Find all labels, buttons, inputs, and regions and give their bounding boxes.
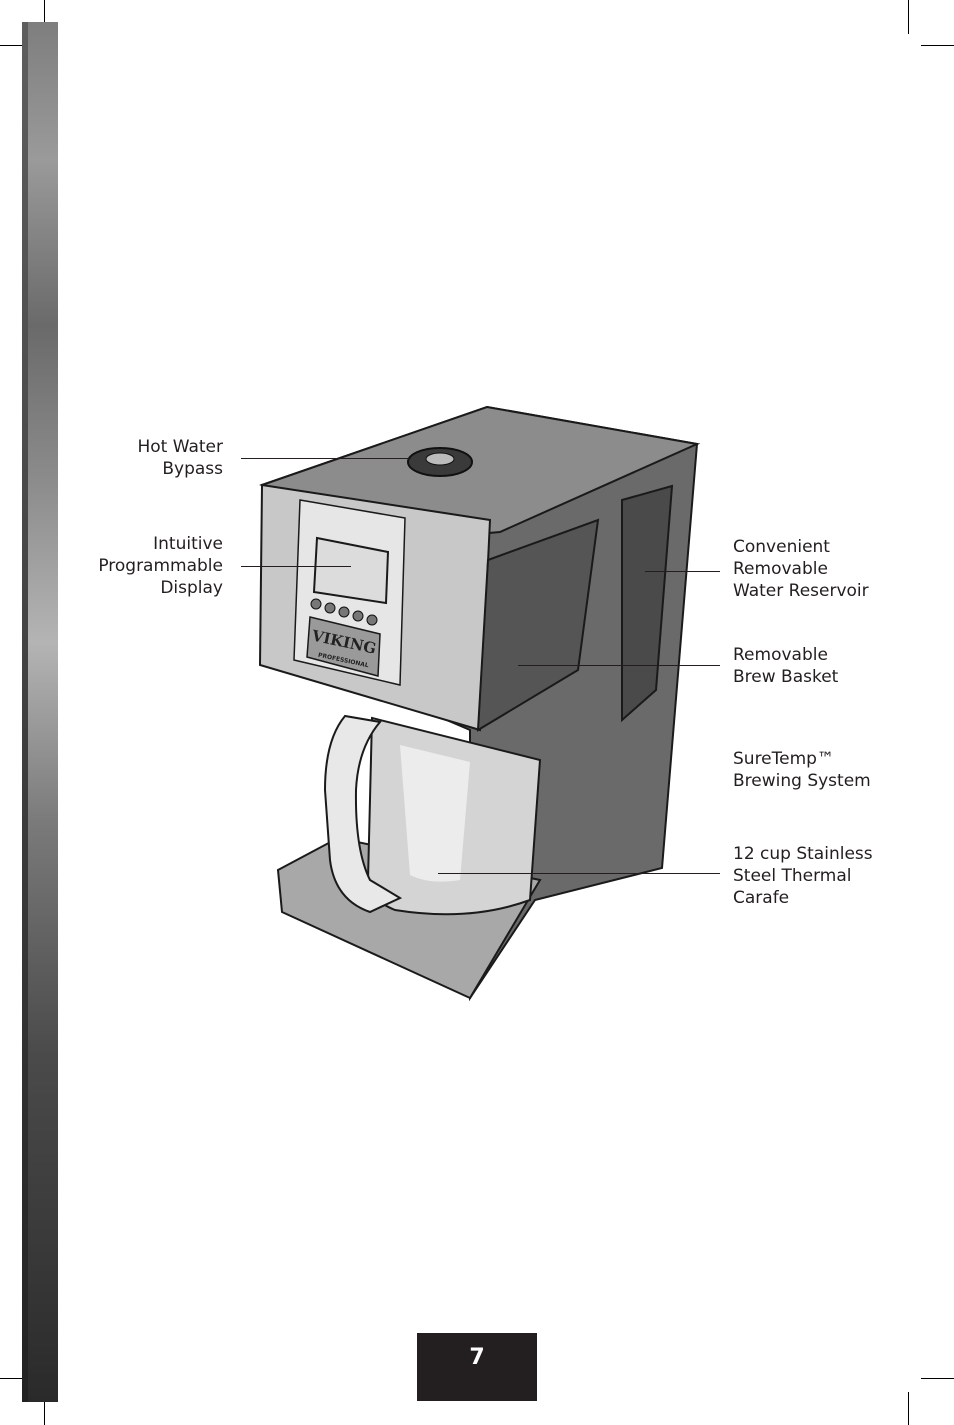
leader-line-carafe — [438, 873, 720, 874]
brew-basket-door — [476, 518, 600, 732]
display-window — [312, 536, 390, 605]
page-number: 7 — [469, 1345, 485, 1370]
control-button — [352, 610, 364, 622]
crop-mark — [0, 45, 34, 46]
carafe-handle — [323, 714, 403, 914]
crop-mark — [0, 1378, 34, 1379]
crop-mark — [921, 45, 954, 46]
crop-mark — [44, 1390, 45, 1425]
leader-line-display — [241, 566, 351, 567]
callout-carafe: 12 cup Stainless Steel Thermal Carafe — [733, 844, 873, 908]
page-number-box: 7 — [417, 1333, 537, 1401]
logo-plate — [306, 616, 381, 677]
leader-line-hot-water-bypass — [241, 458, 411, 459]
leader-line-brew-basket — [518, 665, 720, 666]
leader-line-reservoir — [645, 571, 720, 572]
crop-mark — [908, 0, 909, 34]
crop-mark — [908, 1392, 909, 1425]
control-button — [324, 602, 336, 614]
callout-water-reservoir: Convenient Removable Water Reservoir — [733, 537, 869, 601]
callout-suretemp: SureTemp™ Brewing System — [733, 749, 871, 791]
control-button — [338, 606, 350, 618]
carafe-highlight — [400, 745, 470, 882]
water-reservoir — [621, 484, 674, 723]
callout-programmable-display: Intuitive Programmable Display — [98, 534, 223, 598]
crop-mark — [921, 1378, 954, 1379]
callout-hot-water-bypass: Hot Water Bypass — [137, 437, 223, 479]
control-button — [310, 598, 322, 610]
hot-water-knob-center — [425, 452, 455, 466]
control-button — [366, 614, 378, 626]
callout-brew-basket: Removable Brew Basket — [733, 645, 839, 687]
decorative-side-strip — [22, 22, 58, 1402]
